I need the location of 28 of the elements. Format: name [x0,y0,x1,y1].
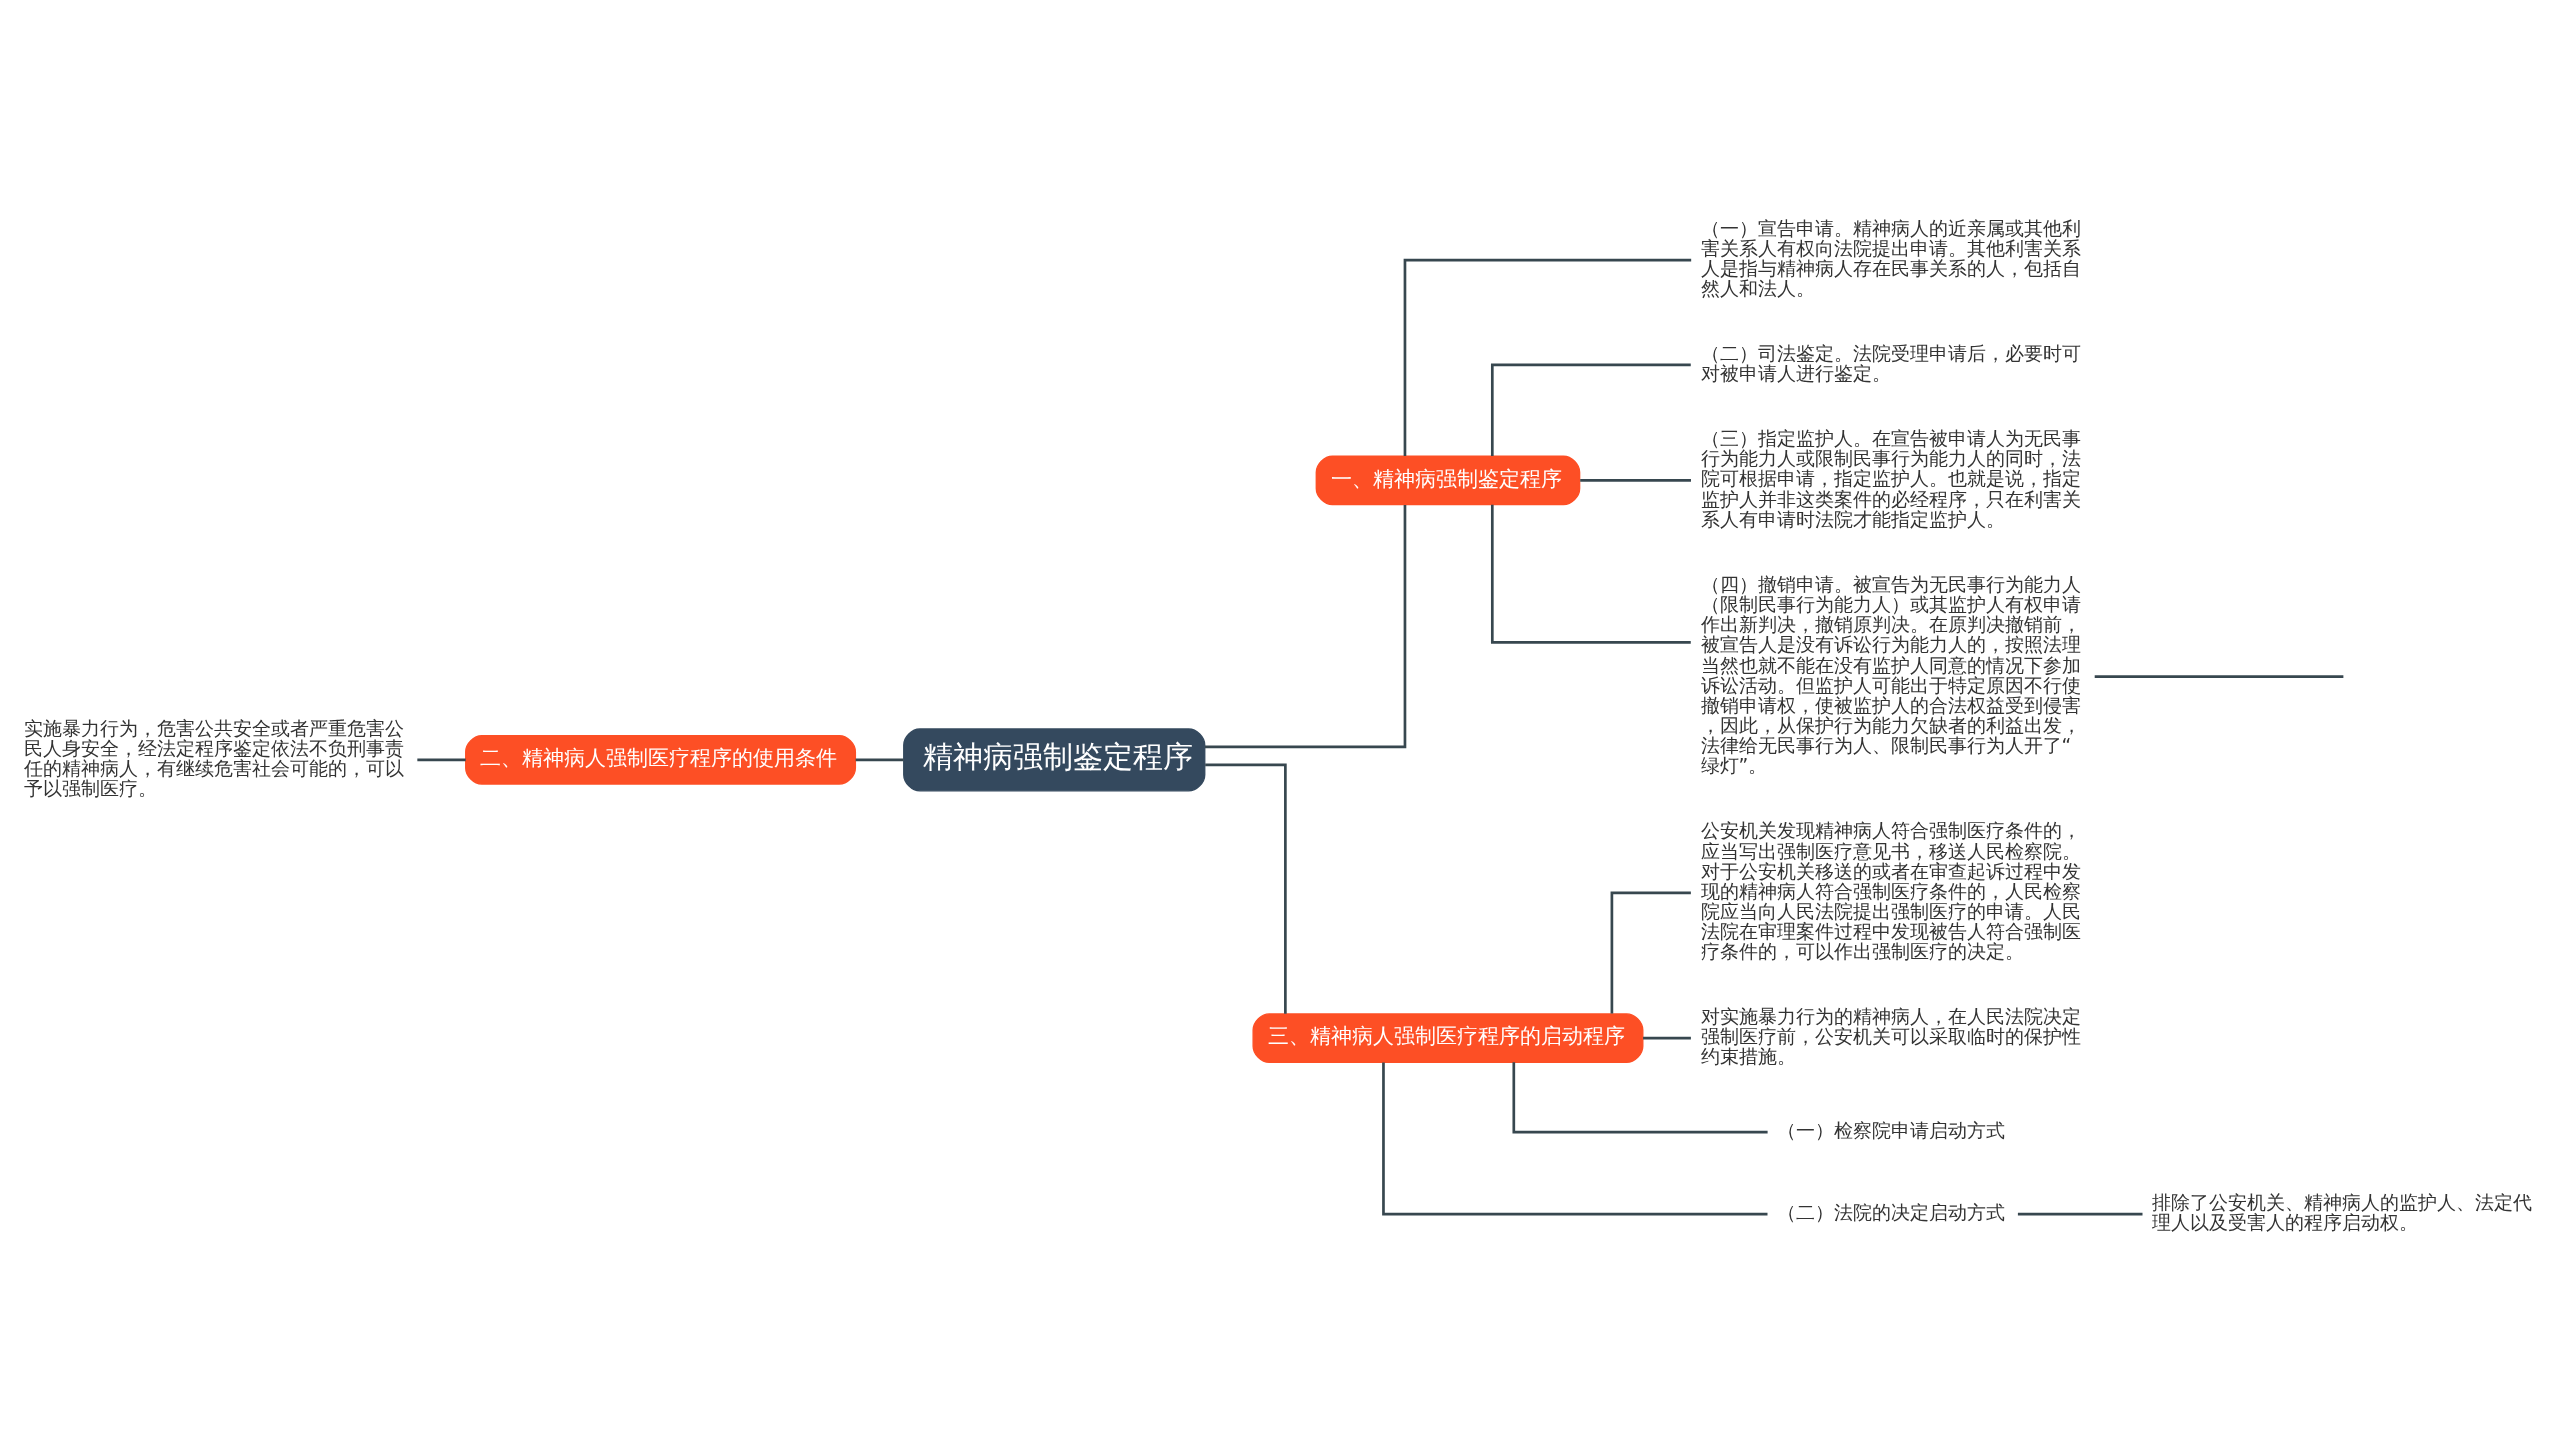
connector [2094,675,2344,678]
node-text: （二）司法鉴定。法院受理申请后，必要时可对被申请人进行鉴定。 [1700,342,2081,384]
connector [1490,363,1691,456]
connector [1205,505,1407,749]
connector [1643,1036,1691,1040]
node-text: 排除了公安机关、精神病人的监护人、法定代理人以及受害人的程序启动权。 [2152,1191,2533,1234]
node-text: 实施暴力行为，危害公共安全或者严重危害公民人身安全，经法定程序鉴定依法不负刑事责任的精神病人，有继续危害社会可能的，可以予以强制医疗。 [23,717,404,800]
connector [1610,891,1691,1014]
node-text: （四）撤销申请。被宣告为无民事行为能力人（限制民事行为能力人）或其监护人有权申请作出新判决，撤销原判决。在原判决撤销前，被宣告人是没有诉讼行为能力人的，按照法理当然也就不能在没有监护人同意的情况下参加诉讼活动。但监护人可能出于特定原因不行使撤销申请权，使被监护人的合法权益受到侵害，因此，从保护行为能力欠缺者的利益出发，法律给无民事行为人、限制民事行为人开了“绿灯”。 [1700,573,2081,777]
node-text: 对实施暴力行为的精神病人，在人民法院决定强制医疗前，公安机关可以采取临时的保护性约束措施。 [1700,1005,2081,1068]
node-box: 精神病强制鉴定程序 [903,728,1206,792]
connector [1382,1062,1768,1216]
node-text: 公安机关发现精神病人符合强制医疗条件的，应当写出强制医疗意见书，移送人民检察院。对于公安机关移送的或者在审查起诉过程中发现的精神病人符合强制医疗条件的，人民检察院应当向人民法院提出强制医疗的申请。人民法院在审理案件过程中发现被告人符合强制医疗条件的，可以作出强制医疗的决定。 [1700,820,2081,963]
node-box: 二、精神病人强制医疗程序的使用条件 [465,735,857,785]
node-text: （三）指定监护人。在宣告被申请人为无民事行为能力人或限制民事行为能力人的同时，法院可根据申请，指定监护人。也就是说，指定监护人并非这类案件的必经程序，只在利害关系人有申请时法院才能指定监护人。 [1700,428,2081,530]
node-box: 一、精神病强制鉴定程序 [1315,455,1581,506]
node-text: （一）宣告申请。精神病人的近亲属或其他利害关系人有权向法院提出申请。其他利害关系人是指与精神病人存在民事关系的人，包括自然人和法人。 [1700,217,2081,300]
node-text: （二）法院的决定启动方式 [1777,1202,2006,1224]
connector [1205,763,1287,1014]
connector [1490,504,1691,644]
connector [855,758,904,762]
node-box: 三、精神病人强制医疗程序的启动程序 [1252,1013,1644,1063]
connector [1580,479,1691,482]
connector [1403,258,1692,456]
connector [2017,1212,2143,1216]
node-text: （一）检察院申请启动方式 [1777,1120,2006,1142]
connector [1512,1062,1768,1134]
connector [417,758,466,762]
